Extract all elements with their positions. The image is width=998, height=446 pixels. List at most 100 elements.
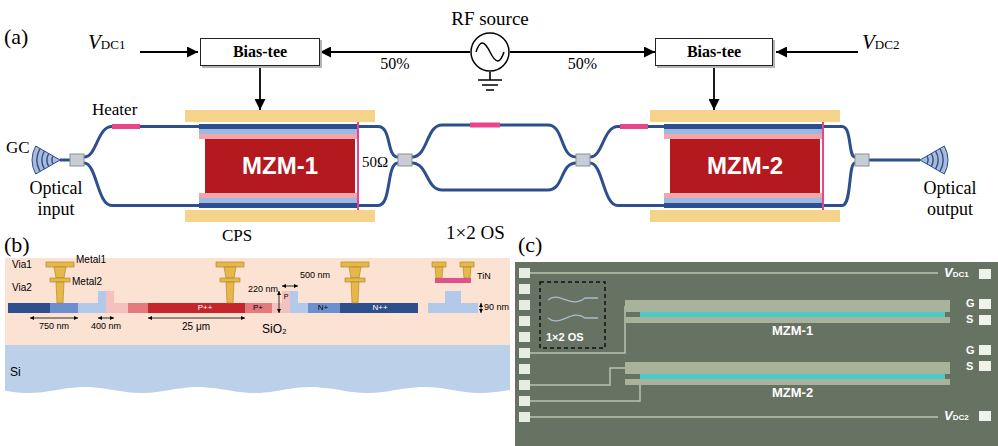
signal-line	[713, 66, 715, 110]
modulator-layer	[650, 110, 840, 122]
layer-name: Metal2	[72, 276, 102, 288]
part-name: Heater	[92, 100, 137, 120]
doped-slab	[272, 303, 282, 313]
bias-tee-box: Bias-tee	[200, 38, 320, 66]
port-name: Optical output	[906, 178, 994, 219]
text-holder: MZM-2	[650, 110, 840, 222]
modulator-layer	[664, 124, 822, 129]
part-name: MZM-2	[772, 386, 813, 401]
grating-line	[52, 156, 53, 164]
node-heading: RF source	[451, 8, 529, 30]
electrode	[625, 362, 950, 374]
modulator-layer	[664, 193, 822, 198]
dashed-box	[540, 282, 605, 348]
dimension: 750 nm	[39, 321, 69, 331]
modulator-block: MZM-2	[650, 110, 840, 222]
part-name: MZM-1	[772, 324, 813, 339]
modulator-layer	[199, 124, 357, 129]
doped-slab	[8, 303, 50, 313]
silicon-substrate	[5, 345, 510, 393]
layer-name: Metal1	[76, 254, 106, 266]
dimension: 400 nm	[91, 321, 121, 331]
modulator-layer	[664, 203, 822, 208]
bond-pad	[519, 300, 530, 310]
chip-photo	[515, 262, 998, 446]
panel-letter: (b)	[4, 232, 30, 257]
modulator-layer	[664, 134, 822, 139]
bias-arrow	[776, 51, 858, 53]
coupler	[70, 154, 84, 166]
electrode	[625, 317, 950, 323]
bond-pad	[519, 364, 530, 374]
bond-pad	[519, 396, 530, 406]
dimension: 25 μm	[182, 321, 210, 333]
grating-line	[927, 156, 928, 164]
metal-trace	[530, 368, 625, 385]
switch-waveguide	[548, 297, 598, 302]
waveguide	[869, 159, 920, 162]
dimension-arrow	[148, 318, 245, 319]
modulator-layer	[199, 129, 357, 134]
dimension-arrow	[98, 318, 114, 319]
metal1	[46, 262, 74, 267]
waveguide	[412, 163, 576, 190]
source-circle	[471, 33, 509, 71]
metal-trace	[530, 384, 640, 401]
doping-name: N+	[318, 303, 328, 313]
node-label: MZM-1	[242, 152, 318, 180]
electrode	[625, 300, 950, 312]
waveguide	[412, 125, 576, 157]
material-name: SiO₂	[262, 323, 287, 337]
layer-name: Via2	[12, 282, 32, 294]
bond-pad	[519, 268, 530, 278]
modulator-layer	[185, 110, 375, 122]
modulator-layer	[199, 134, 357, 139]
sine-wave	[476, 43, 504, 61]
probe-pad	[979, 345, 991, 355]
grating-line	[931, 154, 933, 167]
doped-slab	[245, 303, 272, 313]
node-label: Bias-tee	[687, 43, 741, 61]
metal1	[460, 262, 474, 267]
panel-letter: (c)	[518, 232, 542, 257]
doped-slab	[298, 303, 308, 313]
modulator-waveguide	[640, 312, 945, 317]
metal1	[432, 262, 446, 267]
part-name: 50Ω	[362, 154, 388, 171]
split-ratio: 50%	[568, 55, 597, 73]
via1	[54, 267, 66, 278]
modulator-layer	[664, 198, 822, 203]
coupler	[398, 154, 412, 166]
rib-waveguide	[282, 291, 290, 313]
grating-line	[940, 149, 943, 172]
switch-waveguide	[548, 315, 598, 321]
termination-resistor	[357, 122, 359, 210]
grating-line	[936, 151, 938, 169]
modulator-layer	[185, 210, 375, 222]
probe-pad	[979, 315, 991, 325]
via2	[226, 282, 234, 303]
modulator-layer	[199, 193, 357, 198]
metal-trace	[530, 416, 938, 418]
probe-pad	[979, 299, 991, 309]
metal-trace	[530, 306, 625, 353]
grating-line	[47, 154, 49, 167]
metal-trace	[530, 272, 938, 274]
dimension-arrow	[30, 318, 78, 319]
metal2	[220, 278, 240, 282]
metal2	[345, 278, 365, 282]
pad-name: S	[966, 313, 973, 326]
modulator-waveguide	[640, 374, 945, 379]
metal2	[50, 278, 70, 282]
rf-source: RF source	[470, 32, 510, 72]
dimension-arrow	[279, 291, 280, 313]
dimension: 220 nm	[248, 284, 278, 294]
bond-pad	[519, 348, 530, 358]
signal-line	[320, 51, 470, 53]
via2	[351, 282, 359, 303]
modulator-block: MZM-1	[185, 110, 375, 222]
rib-waveguide	[290, 291, 298, 313]
pad-name: VDC1	[944, 266, 969, 281]
